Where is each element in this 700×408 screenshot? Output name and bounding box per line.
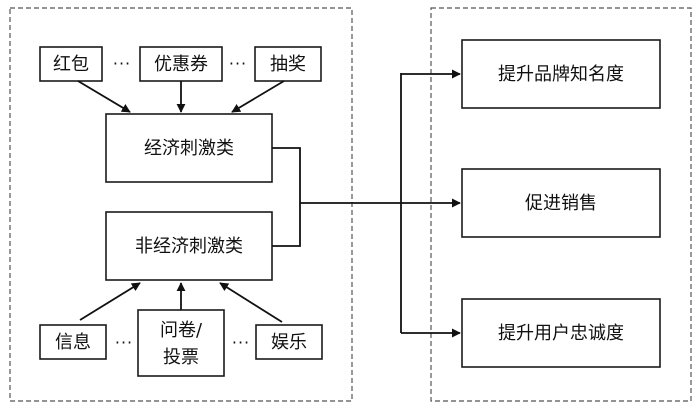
loyalty-label: 提升用户忠诚度	[498, 323, 624, 344]
lottery-box	[254, 46, 322, 82]
arrow-lottery-to-economic	[231, 80, 285, 113]
survey-vote-box	[137, 309, 225, 377]
lottery-label: 抽奖	[270, 54, 306, 75]
info-box	[39, 324, 107, 360]
non-economic-incentive-label: 非经济刺激类	[135, 236, 243, 257]
brand-awareness-label: 提升品牌知名度	[498, 64, 624, 85]
arrow-entertainment-to-non-economic	[219, 282, 283, 323]
sales-box	[461, 168, 661, 238]
entertainment-label: 娱乐	[271, 332, 307, 353]
left-dashed-group	[9, 7, 353, 402]
sales-label: 促进销售	[525, 193, 597, 214]
arrow-red-packet-to-economic	[77, 80, 131, 113]
loyalty-box	[461, 298, 661, 368]
ellipsis-bottom-2: ···	[232, 333, 250, 352]
coupon-label: 优惠券	[154, 54, 208, 75]
ellipsis-top-1: ···	[113, 54, 131, 73]
economic-incentive-box	[105, 113, 273, 183]
ellipsis-top-2: ···	[229, 54, 247, 73]
connector-bracket	[272, 147, 301, 247]
survey-label: 问卷/	[160, 320, 203, 341]
arrow-info-to-non-economic	[79, 282, 141, 321]
red-packet-label: 红包	[53, 54, 89, 75]
info-label: 信息	[55, 332, 91, 353]
vote-label: 投票	[163, 347, 199, 368]
entertainment-box	[255, 324, 323, 360]
coupon-box	[139, 46, 223, 82]
economic-incentive-label: 经济刺激类	[144, 138, 234, 159]
red-packet-box	[39, 46, 103, 82]
brand-awareness-box	[461, 39, 661, 109]
right-dashed-group	[430, 7, 692, 402]
ellipsis-bottom-1: ···	[115, 333, 133, 352]
non-economic-incentive-box	[105, 211, 273, 281]
